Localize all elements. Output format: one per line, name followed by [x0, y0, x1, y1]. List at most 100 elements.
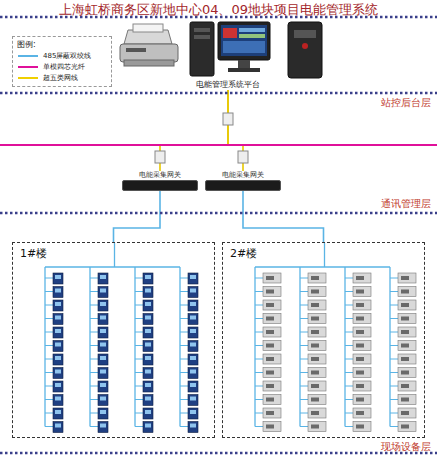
rs485-wire: [299, 267, 300, 427]
rs485-wire: [45, 399, 53, 400]
meter-screen: [311, 344, 319, 348]
rs485-wire: [345, 345, 353, 346]
meter-screen: [401, 290, 409, 294]
meter-screen: [266, 330, 274, 334]
panel-meter: [53, 300, 63, 311]
gateway-device: 电能采集网关: [205, 171, 281, 191]
rs485-wire: [44, 267, 45, 427]
rs485-wire: [45, 345, 53, 346]
meter-screen: [266, 371, 274, 375]
rail-meter: [353, 300, 371, 310]
separator: [0, 92, 437, 95]
rail-meter: [308, 314, 326, 324]
meter-screen: [145, 424, 151, 428]
legend-box: 图例:485屏蔽双绞线单模四芯光纤超五类网线: [12, 36, 112, 87]
panel-meter: [53, 354, 63, 365]
meter-screen: [55, 316, 61, 320]
rs485-wire: [135, 305, 143, 306]
rs485-wire: [345, 318, 353, 319]
rs485-wire: [300, 318, 308, 319]
rs485-wire: [255, 332, 263, 333]
meter-screen: [401, 344, 409, 348]
legend-heading: 图例:: [17, 39, 107, 50]
rail-meter: [353, 273, 371, 283]
rail-meter: [353, 408, 371, 418]
panel-meter: [98, 341, 108, 352]
meter-screen: [100, 370, 106, 374]
rs485-wire: [255, 278, 263, 279]
meter-screen: [311, 384, 319, 388]
panel-meter: [143, 300, 153, 311]
rs485-wire: [345, 291, 353, 292]
rs485-wire: [345, 305, 353, 306]
rs485-wire: [134, 267, 135, 427]
meter-screen: [401, 357, 409, 361]
platform-node: 电能管理系统平台: [196, 79, 260, 90]
legend-text: 超五类网线: [43, 73, 78, 83]
meter-screen: [266, 276, 274, 280]
rail-meter: [263, 422, 281, 432]
meter-screen: [55, 410, 61, 414]
rail-meter: [308, 408, 326, 418]
rail-meter: [353, 341, 371, 351]
panel-meter: [53, 314, 63, 325]
meter-screen: [190, 275, 196, 279]
device-label: 电能采集网关: [122, 171, 198, 180]
printer: [120, 24, 178, 66]
meter-screen: [55, 370, 61, 374]
meter-screen: [356, 276, 364, 280]
meter-screen: [100, 424, 106, 428]
rs485-wire: [255, 372, 263, 373]
rail-meter: [398, 395, 416, 405]
meter-screen: [356, 357, 364, 361]
meter-screen: [190, 410, 196, 414]
rs485-wire: [255, 426, 263, 427]
panel-meter: [98, 354, 108, 365]
meter-screen: [356, 330, 364, 334]
rail-meter: [353, 395, 371, 405]
panel-meter: [188, 422, 198, 433]
rs485-wire: [90, 291, 98, 292]
rail-meter: [398, 327, 416, 337]
meter-screen: [145, 275, 151, 279]
gateway-body: [205, 180, 281, 191]
meter-screen: [311, 303, 319, 307]
panel-meter: [143, 327, 153, 338]
meter-screen: [401, 384, 409, 388]
meter-screen: [145, 316, 151, 320]
legend-row: 485屏蔽双绞线: [17, 50, 107, 61]
panel-meter: [188, 395, 198, 406]
meter-screen: [190, 356, 196, 360]
meter-screen: [190, 316, 196, 320]
rs485-wire: [135, 318, 143, 319]
meter-screen: [100, 289, 106, 293]
panel-meter: [143, 354, 153, 365]
meter-screen: [190, 383, 196, 387]
meter-screen: [55, 275, 61, 279]
connector: [114, 191, 161, 242]
meter-screen: [401, 276, 409, 280]
panel-meter: [188, 341, 198, 352]
panel-meter: [188, 368, 198, 379]
rs485-wire: [135, 399, 143, 400]
rail-meter: [308, 273, 326, 283]
meter-screen: [190, 370, 196, 374]
ups: [288, 22, 322, 78]
meter-screen: [266, 411, 274, 415]
rs485-wire: [45, 386, 53, 387]
rs485-wire: [90, 359, 98, 360]
meter-screen: [100, 343, 106, 347]
panel-meter: [98, 395, 108, 406]
rs485-wire: [255, 386, 263, 387]
rs485-wire: [90, 305, 98, 306]
rs485-wire: [345, 426, 353, 427]
rs485-wire: [179, 267, 180, 427]
panel-meter: [188, 314, 198, 325]
rs485-wire: [135, 291, 143, 292]
rail-meter: [398, 354, 416, 364]
device-label: 电能管理系统平台: [196, 79, 260, 90]
panel-meter: [53, 327, 63, 338]
rs485-wire: [324, 243, 325, 267]
rs485-wire: [345, 413, 353, 414]
rs485-wire: [135, 372, 143, 373]
